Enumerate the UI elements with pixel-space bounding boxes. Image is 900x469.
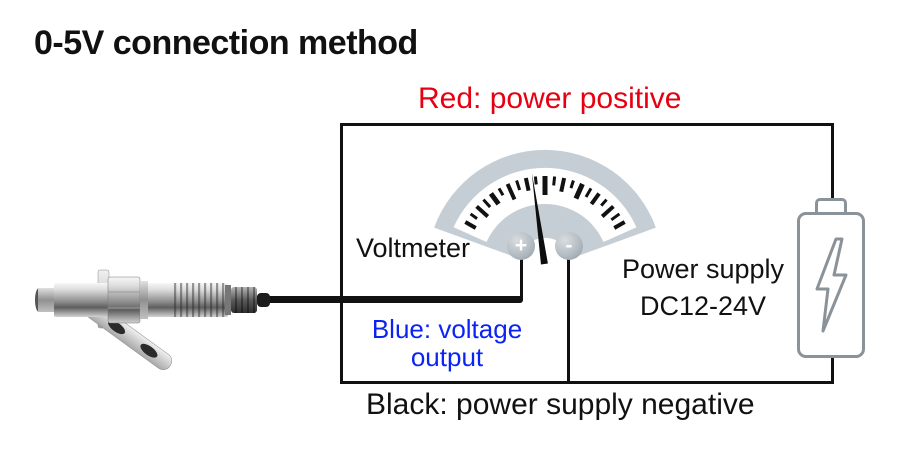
- lightning-bolt-icon: [815, 237, 848, 333]
- sensor-cable-wire: [246, 296, 523, 303]
- wire-plus-terminal: [520, 258, 523, 300]
- voltmeter-label: Voltmeter: [356, 233, 471, 263]
- page-title: 0-5V connection method: [34, 24, 418, 62]
- wire-top-red: [340, 123, 834, 126]
- minus-terminal: -: [555, 232, 583, 260]
- gauge-tick-marks: [464, 176, 626, 230]
- wire-right-upper: [831, 123, 834, 202]
- sensor-tip: [38, 288, 56, 312]
- blue-wire-line2: output: [410, 342, 484, 372]
- gauge-needle: [531, 172, 548, 265]
- blue-wire-line1: Blue: voltage: [371, 314, 523, 344]
- gauge-dial-band: [453, 167, 637, 242]
- sensor-cable-gland: [257, 293, 270, 307]
- power-supply-label: Power supply DC12-24V: [610, 251, 796, 325]
- blue-wire-label: Blue: voltage output: [352, 315, 542, 371]
- power-supply-line2: DC12-24V: [639, 291, 767, 321]
- plus-terminal: +: [507, 232, 535, 260]
- red-wire-label: Red: power positive: [418, 82, 682, 115]
- wire-minus-terminal: [567, 258, 570, 384]
- sensor-connector: [231, 287, 257, 313]
- power-supply-line1: Power supply: [621, 254, 785, 284]
- wire-right-lower: [831, 356, 834, 384]
- wire-left: [340, 123, 343, 384]
- sensor-probe-icon: [35, 269, 270, 370]
- voltmeter-gauge-icon: [434, 149, 656, 265]
- wire-bottom-black: [340, 381, 834, 384]
- battery-icon: [797, 212, 865, 358]
- black-wire-label: Black: power supply negative: [366, 388, 755, 421]
- sensor-hex-nut: [107, 276, 141, 324]
- sensor-threads: [174, 283, 225, 317]
